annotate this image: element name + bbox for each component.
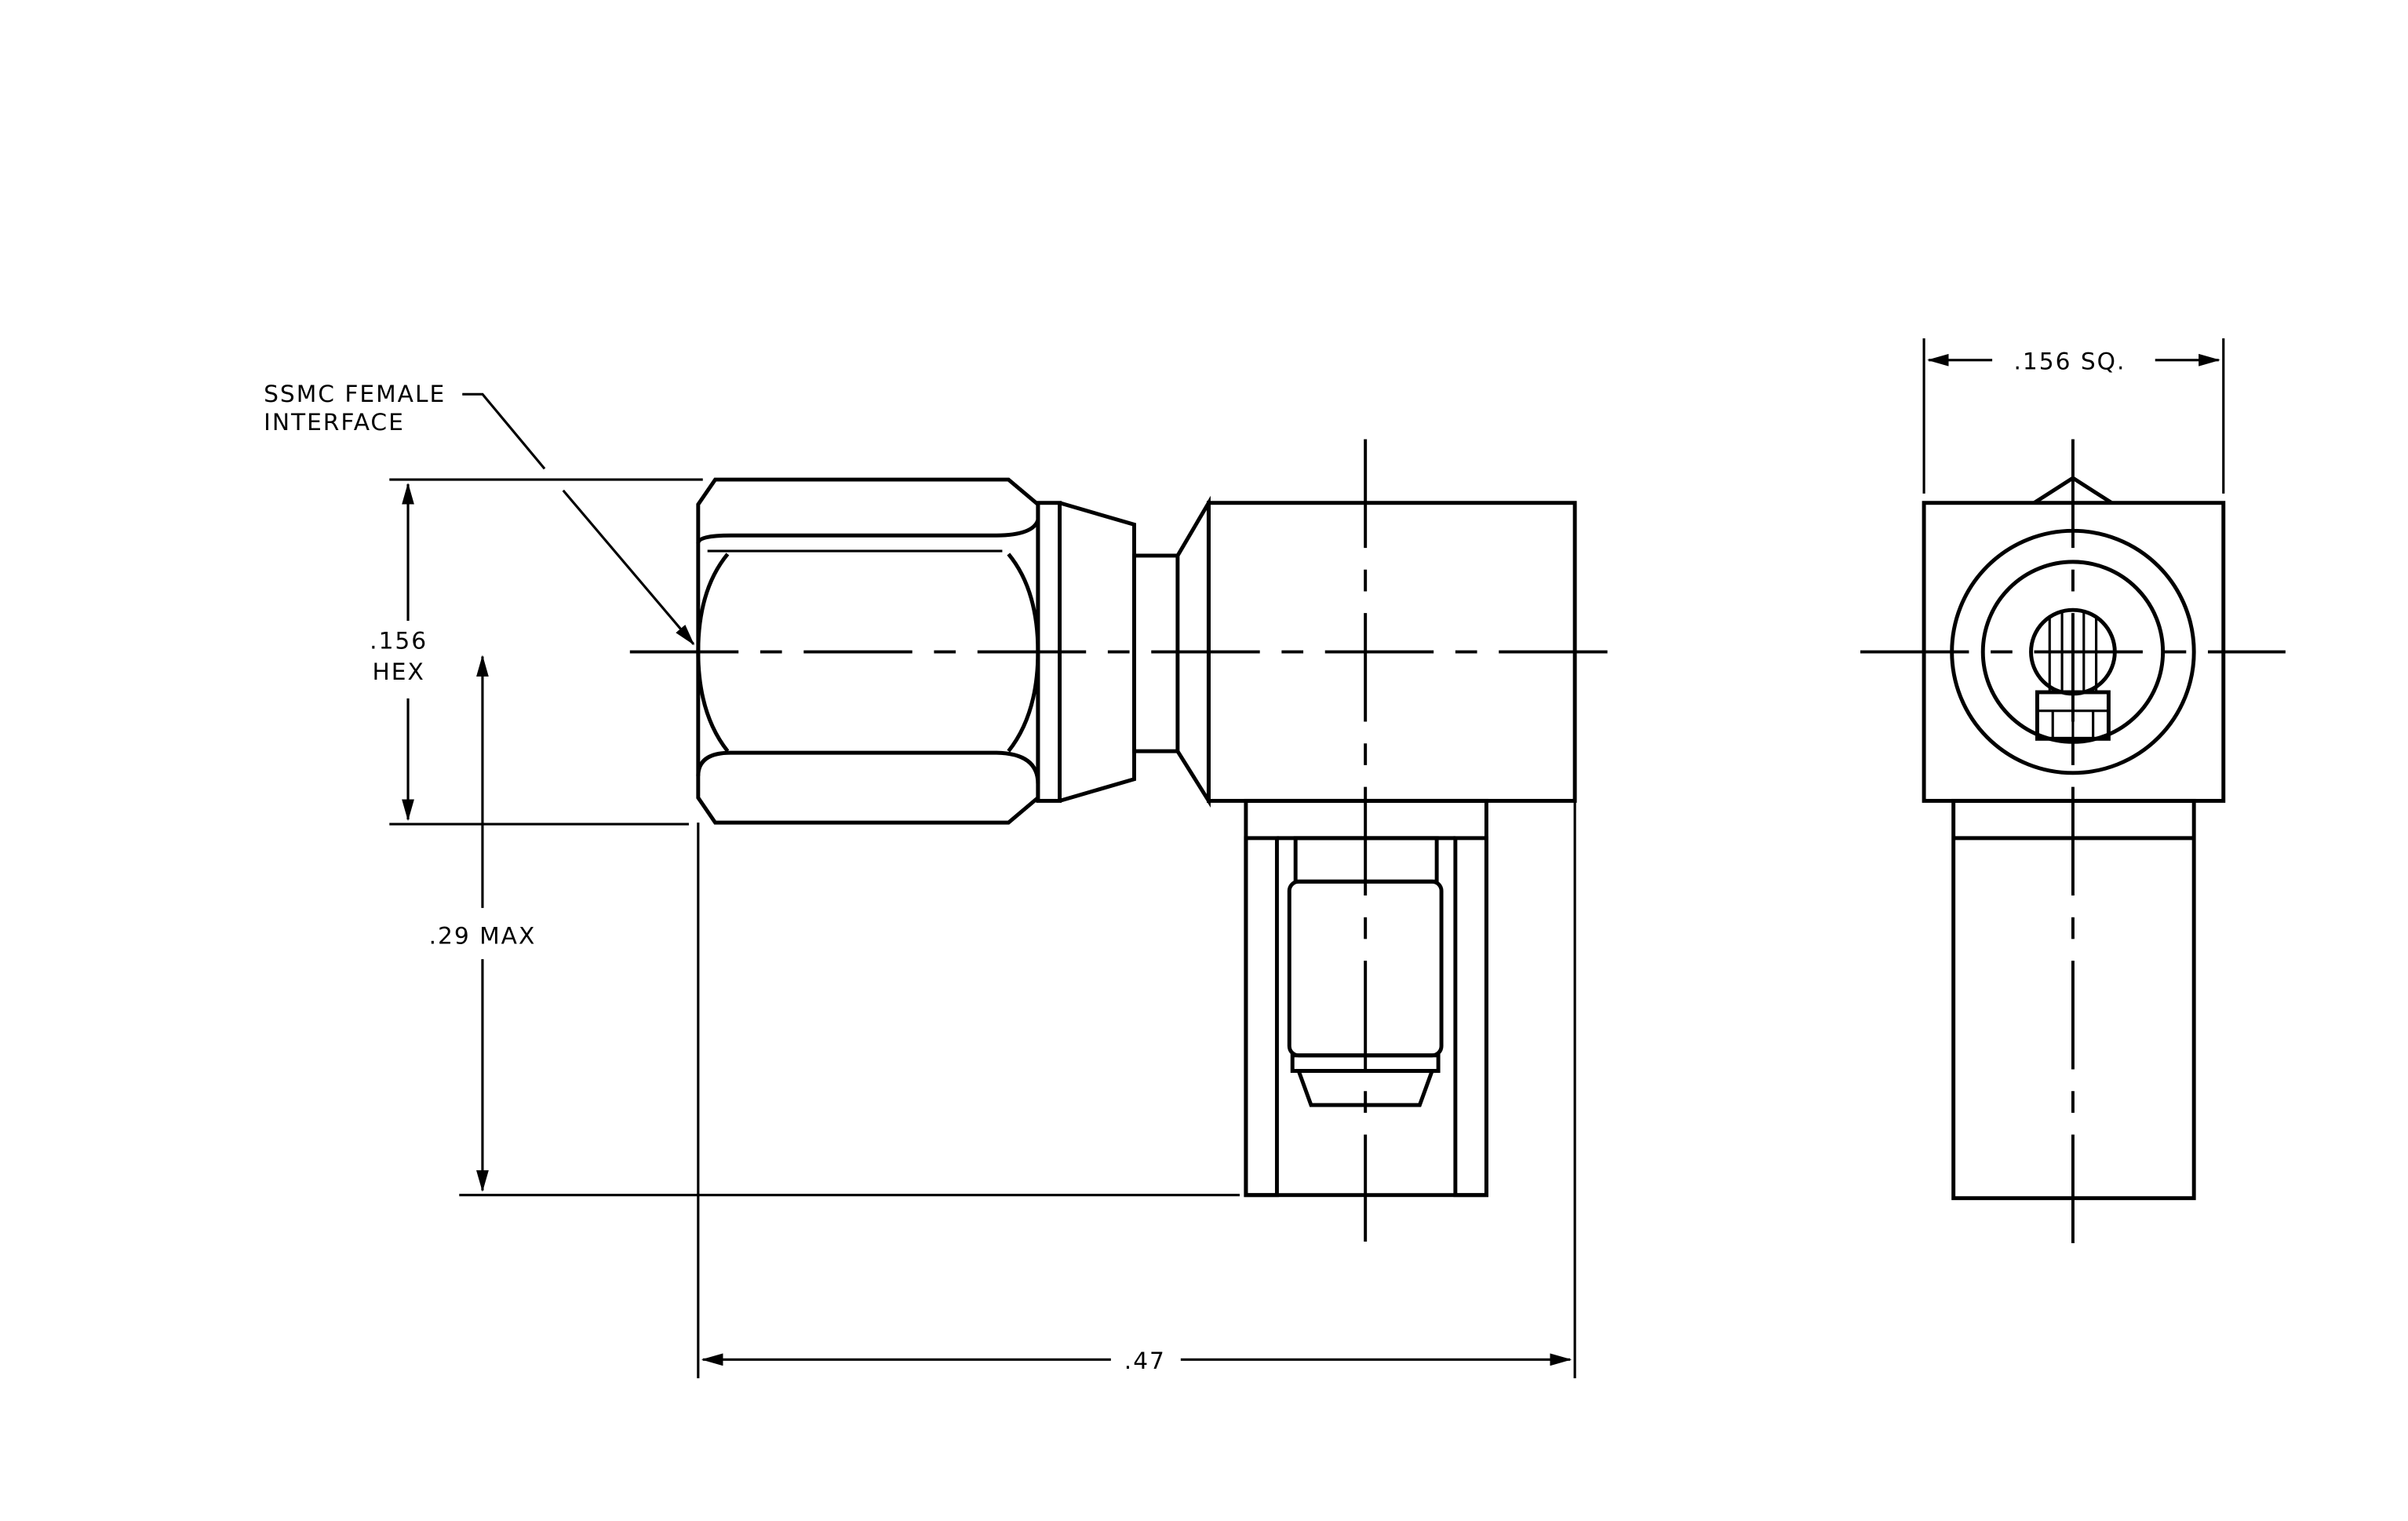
dimension-length: .47 [697,801,1576,1379]
dimension-square: .156 SQ. [1922,338,2225,494]
length-dimension-label: .47 [1124,1347,1166,1374]
interface-label-line1: SSMC FEMALE [264,380,446,407]
interface-label-line2: INTERFACE [264,408,405,436]
side-view [629,439,1616,1242]
square-dimension-label: .156 SQ. [2014,348,2126,375]
hex-dimension-label: HEX [373,658,425,685]
end-view [1860,439,2286,1245]
hex-dimension-value: .156 [370,627,428,655]
dimension-height: .29 MAX [429,655,1240,1197]
height-dimension-label: .29 MAX [429,921,537,949]
dimension-hex: .156 HEX [370,478,703,826]
interface-leader: SSMC FEMALE INTERFACE [264,380,695,646]
inner-ring [1980,560,2166,744]
